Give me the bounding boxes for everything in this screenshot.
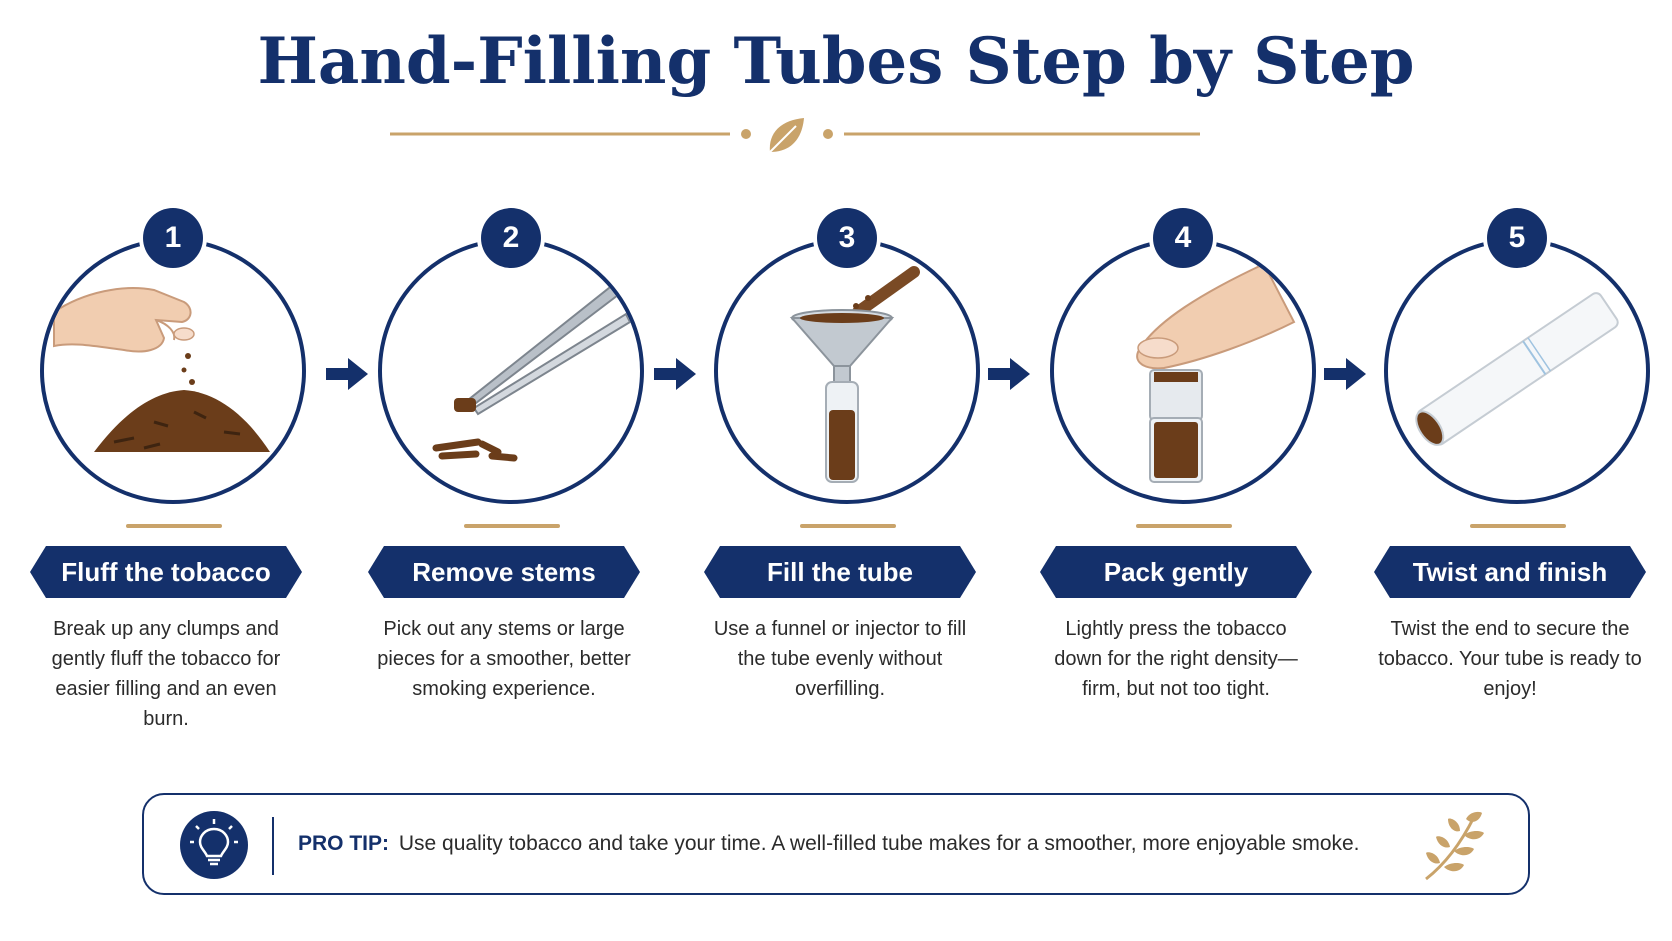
step-2: 2 Remove stems Pick out any stems or lar… [368,208,658,748]
step-3-description: Use a funnel or injector to fill the tub… [713,618,967,700]
step-5: 5 Twist and finish Twist the end to secu… [1374,208,1664,748]
step-1-title: Fluff the tobacco [30,546,302,598]
title-divider [390,118,1200,155]
step-1-number: 1 [143,208,203,268]
arrow-right-icon [654,358,696,390]
hand-sprinkling-tobacco-icon [53,287,270,452]
step-1-accent [126,524,222,528]
step-5-title: Twist and finish [1374,546,1646,598]
step-1: 1 Fluff the tobacco Break up any clumps … [30,208,320,748]
step-4-accent [1136,524,1232,528]
pro-tip-box: PRO TIP: Use quality tobacco and take yo… [142,793,1530,895]
pro-tip-label: PRO TIP: [298,832,390,855]
step-2-accent [464,524,560,528]
step-3: 3 Fill the tube Use a funnel or injector… [704,208,994,748]
step-5-description: Twist the end to secure the tobacco. You… [1378,618,1642,700]
step-4-title: Pack gently [1040,546,1312,598]
step-3-illustration [714,238,980,504]
finger-press-icon [1136,262,1296,483]
lightbulb-icon [180,811,248,879]
step-2-description: Pick out any stems or large pieces for a… [377,618,631,700]
step-5-number: 5 [1487,208,1547,268]
step-5-accent [1470,524,1566,528]
step-4-number: 4 [1153,208,1213,268]
pro-tip-text: PRO TIP: Use quality tobacco and take yo… [298,795,1360,893]
step-1-description: Break up any clumps and gently fluff the… [51,618,281,730]
pro-tip-body: Use quality tobacco and take your time. … [398,832,1360,855]
page-title: Hand-Filling Tubes Step by Step [257,24,1415,99]
step-4-illustration [1050,238,1316,504]
step-3-number: 3 [817,208,877,268]
step-4-description: Lightly press the tobacco down for the r… [1054,618,1298,700]
leaf-icon [767,118,804,155]
step-3-accent [800,524,896,528]
laurel-icon [1425,811,1484,881]
step-2-illustration [378,238,644,504]
step-2-number: 2 [481,208,541,268]
arrow-right-icon [1324,358,1366,390]
finished-tube-icon [1415,292,1619,446]
funnel-tube-icon [789,266,920,483]
step-5-illustration [1384,238,1650,504]
arrow-right-icon [326,358,368,390]
step-2-title: Remove stems [368,546,640,598]
tip-separator [272,817,274,875]
tweezers-icon [432,282,632,462]
step-3-title: Fill the tube [704,546,976,598]
step-4: 4 Pack gently Lightly press the tobacco … [1040,208,1330,748]
arrow-right-icon [988,358,1030,390]
step-1-illustration [40,238,306,504]
